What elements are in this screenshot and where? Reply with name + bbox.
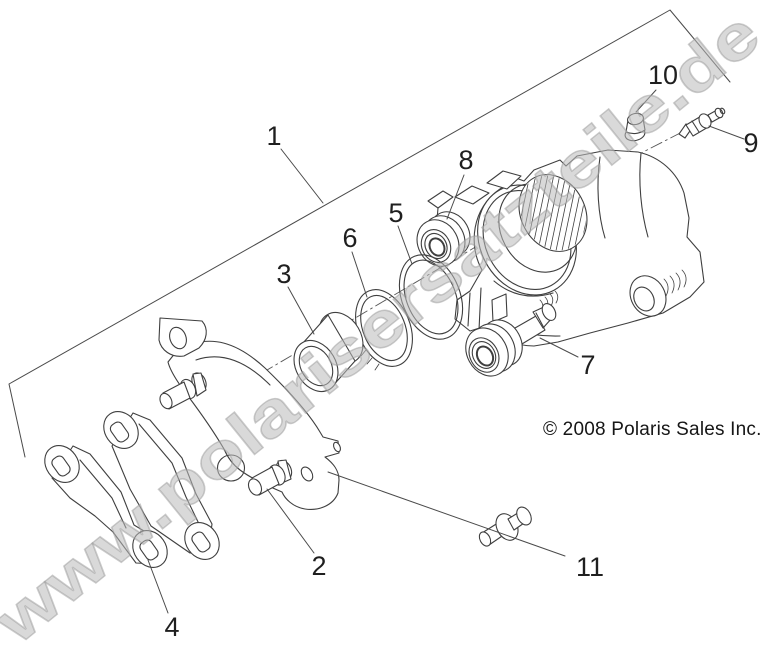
piston: [293, 312, 364, 392]
guide-pin: [465, 303, 557, 377]
caliper-body: [427, 149, 705, 347]
callout-8: 8: [458, 145, 473, 175]
callout-7: 7: [580, 350, 595, 380]
callout-3: 3: [276, 259, 291, 289]
ear-boss-hole: [633, 286, 655, 312]
bracket-ear: [158, 317, 207, 357]
callout-5: 5: [388, 198, 403, 228]
copyright-notice: © 2008 Polaris Sales Inc.: [543, 419, 762, 440]
dust-seal-ring: [398, 254, 464, 340]
callout-6: 6: [342, 223, 357, 253]
mount-bolt: [478, 506, 532, 547]
bleeder-screw: [678, 107, 726, 139]
bracket-small-hole: [300, 466, 314, 482]
callout-4: 4: [164, 612, 179, 642]
upper-guide-pin: [159, 372, 207, 410]
callout-10: 10: [648, 60, 678, 90]
assembly-bracket-line: [8, 9, 731, 458]
caliper-top-tab: [486, 170, 522, 190]
mounting-bracket: [158, 317, 341, 510]
lower-guide-pin: [247, 459, 293, 496]
callout-1: 1: [266, 121, 281, 151]
bracket-large-hole: [216, 454, 246, 482]
leader-lines: [8, 9, 745, 614]
thread-marks: [539, 269, 687, 313]
bracket-ear-hole: [169, 326, 187, 350]
piston-boot: [416, 211, 471, 267]
bleeder-cap: [624, 112, 646, 142]
brake-pad-front: [44, 445, 168, 568]
brake-pads: [44, 411, 220, 568]
ear-boss: [629, 275, 667, 317]
bracket-stud-tip: [333, 441, 341, 453]
callout-2: 2: [311, 551, 326, 581]
brake-pad-rear: [103, 411, 220, 560]
callout-9: 9: [743, 128, 758, 158]
callout-11: 11: [576, 552, 604, 582]
